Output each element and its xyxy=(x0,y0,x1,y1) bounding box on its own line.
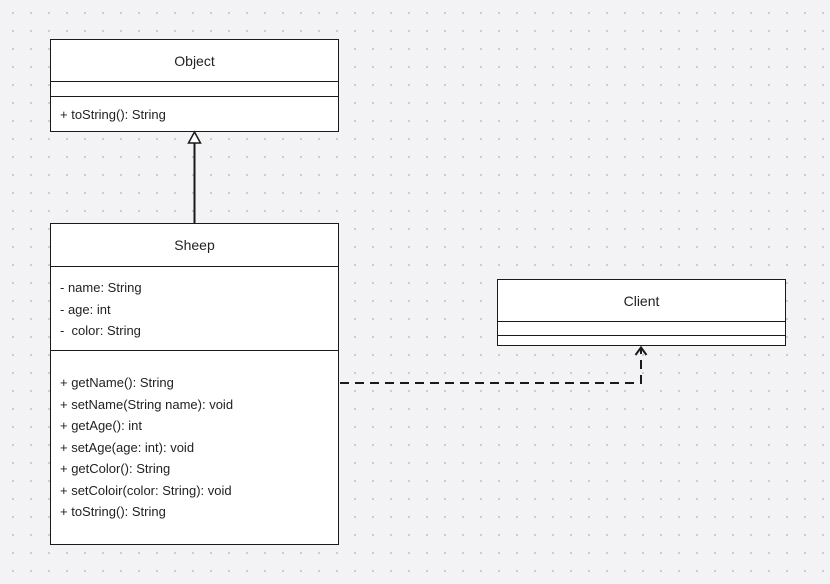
sheep-operation-set-age: + setAge(age: int): void xyxy=(60,439,195,455)
object-class-name: Object xyxy=(51,40,338,82)
sheep-operations-compartment: + getName(): String + setName(String nam… xyxy=(51,351,338,544)
sheep-operation-to-string: + toString(): String xyxy=(60,504,166,519)
dependency-line xyxy=(340,349,642,384)
sheep-class-name: Sheep xyxy=(51,224,338,267)
open-arrowhead-icon xyxy=(634,345,648,356)
dependency-connector[interactable] xyxy=(340,345,648,384)
sheep-attribute-color: - color: String xyxy=(60,323,141,338)
generalization-connector[interactable] xyxy=(187,130,202,223)
sheep-operation-get-name: + getName(): String xyxy=(60,375,174,390)
object-operation: + toString(): String xyxy=(60,107,166,122)
object-class-box[interactable]: Object + toString(): String xyxy=(50,39,339,132)
sheep-attribute-age: - age: int xyxy=(60,301,111,317)
sheep-attributes-compartment: - name: String - age: int - color: Strin… xyxy=(51,267,338,351)
object-operations-compartment: + toString(): String xyxy=(51,97,338,131)
sheep-operation-set-color: + setColoir(color: String): void xyxy=(60,482,232,498)
client-attributes-compartment xyxy=(498,322,785,336)
sheep-operation-get-color: + getColor(): String xyxy=(60,461,171,476)
sheep-operation-get-age: + getAge(): int xyxy=(60,418,143,433)
client-class-box[interactable]: Client xyxy=(497,279,786,346)
sheep-class-box[interactable]: Sheep - name: String - age: int - color:… xyxy=(50,223,339,545)
object-attributes-compartment xyxy=(51,82,338,97)
sheep-operation-set-name: + setName(String name): void xyxy=(60,396,234,412)
hollow-triangle-arrowhead-icon xyxy=(187,130,202,144)
client-class-name: Client xyxy=(498,280,785,322)
sheep-attribute-name: - name: String xyxy=(60,280,142,295)
